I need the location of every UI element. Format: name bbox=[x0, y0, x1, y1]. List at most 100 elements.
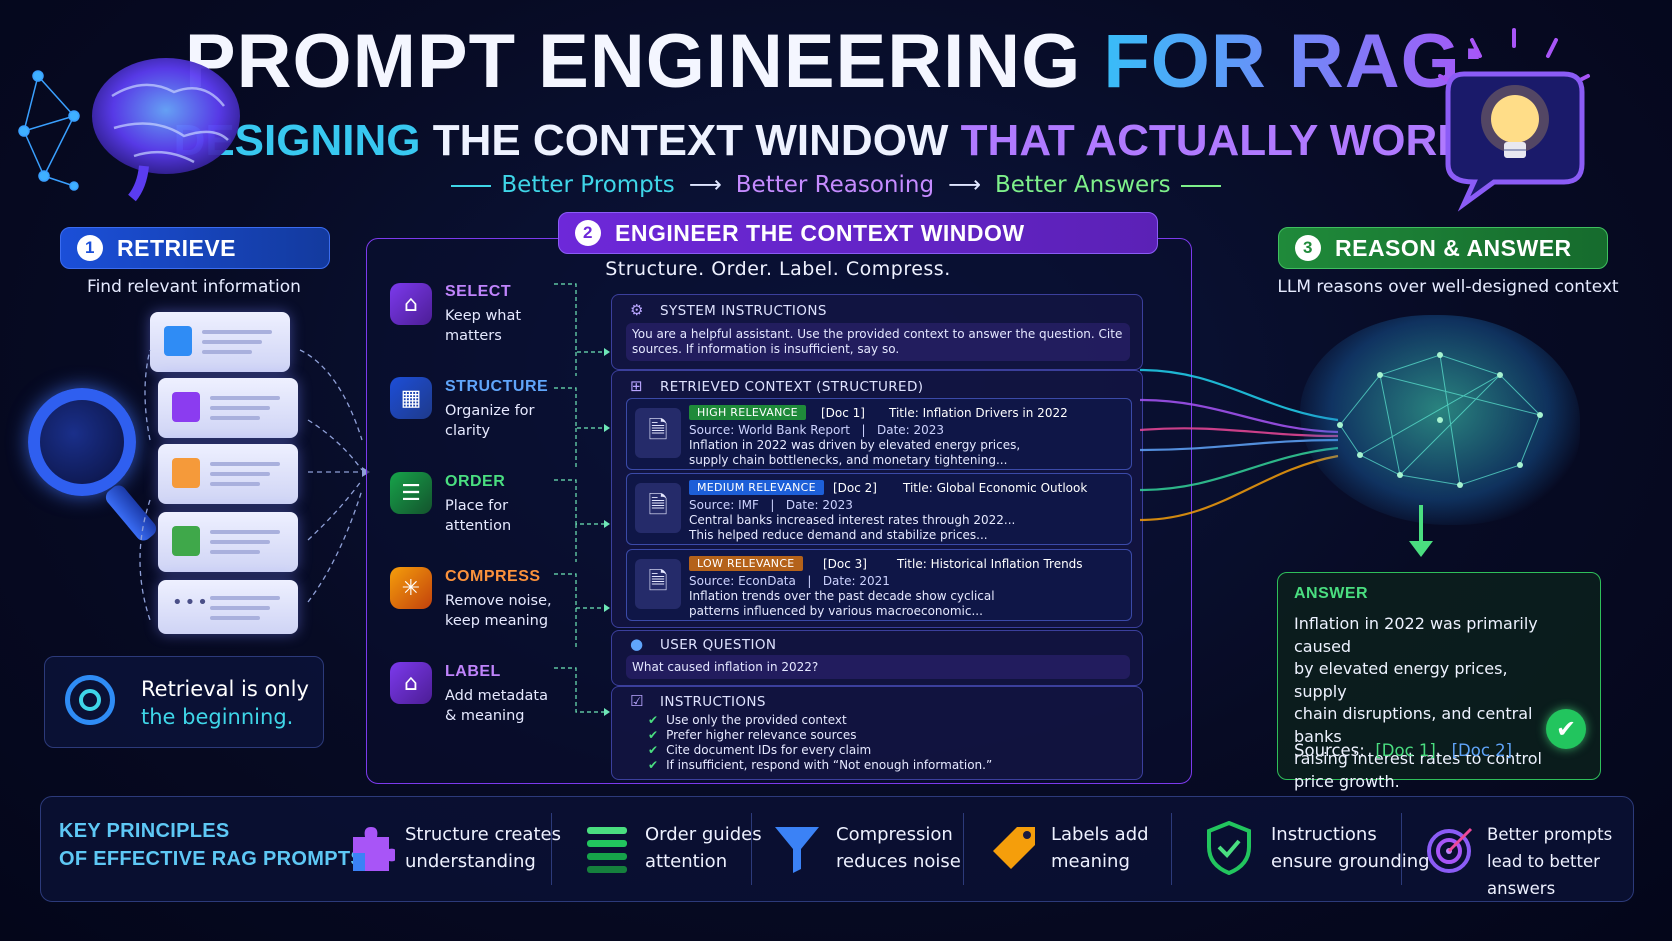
instructions-heading: INSTRUCTIONS bbox=[660, 694, 766, 710]
principle-order: Order guides attention bbox=[645, 824, 762, 872]
page-title: PROMPT ENGINEERING FOR RAG: bbox=[184, 19, 1488, 104]
principle-structure: Structure creates understanding bbox=[405, 824, 561, 872]
retrieved-doc-card bbox=[158, 444, 298, 504]
system-instructions-text: You are a helpful assistant. Use the pro… bbox=[626, 323, 1130, 361]
label-icon: ⌂ bbox=[390, 662, 432, 704]
relevance-badge: LOW RELEVANCE bbox=[689, 556, 803, 571]
step-select-desc: Keep what matters bbox=[445, 308, 522, 344]
retrieve-connectors bbox=[139, 349, 370, 621]
brain-network-overlay bbox=[1337, 352, 1543, 488]
grid-icon: ▦ bbox=[390, 377, 432, 419]
answer-text: Inflation in 2022 was primarily caused b… bbox=[1294, 614, 1542, 791]
doc-meta: Source: EconData | Date: 2021 bbox=[689, 574, 890, 588]
step-select-title: SELECT bbox=[445, 283, 512, 300]
target-icon bbox=[1427, 827, 1473, 873]
brain-network-icon bbox=[18, 58, 240, 202]
page-subtitle: DESIGNING THE CONTEXT WINDOW THAT ACTUAL… bbox=[173, 116, 1499, 165]
document-icon: 🗎 bbox=[635, 408, 681, 458]
down-arrow bbox=[1419, 505, 1423, 547]
shield-check-icon bbox=[1207, 821, 1251, 875]
doc-meta: Source: IMF | Date: 2023 bbox=[689, 498, 853, 512]
step-label-title: LABEL bbox=[445, 663, 501, 680]
document-icon: 🗎 bbox=[635, 483, 681, 533]
step-compress-desc: Remove noise, keep meaning bbox=[445, 593, 552, 629]
retrieve-caption: Find relevant information bbox=[87, 277, 301, 297]
network-icon: ⊞ bbox=[630, 377, 643, 395]
doc-title: Title: Global Economic Outlook bbox=[903, 481, 1088, 495]
context-doc-1: 🗎 HIGH RELEVANCE [Doc 1] Title: Inflatio… bbox=[626, 398, 1132, 470]
down-arrow-head bbox=[1409, 541, 1433, 557]
principle-better-prompts: Better prompts lead to better answers bbox=[1487, 825, 1613, 898]
lightbulb-chat-icon bbox=[1438, 28, 1590, 212]
principle-labels: Labels add meaning bbox=[1051, 824, 1149, 872]
tag-icon: ⌂ bbox=[390, 283, 432, 325]
reason-caption: LLM reasons over well-designed context bbox=[1277, 277, 1619, 297]
separator bbox=[1401, 813, 1402, 885]
doc-id: [Doc 1] bbox=[821, 406, 865, 420]
funnel-icon bbox=[775, 827, 819, 873]
retrieval-note-line1: Retrieval is only bbox=[141, 677, 309, 701]
bars-icon bbox=[587, 827, 627, 873]
instruction-item: ✔Use only the provided context bbox=[648, 713, 847, 727]
doc-title: Title: Inflation Drivers in 2022 bbox=[889, 406, 1068, 420]
gear-icon: ⚙ bbox=[630, 301, 644, 319]
principle-instructions: Instructions ensure grounding bbox=[1271, 824, 1430, 872]
list-icon: ☰ bbox=[390, 472, 432, 514]
target-icon bbox=[65, 675, 115, 725]
user-question-section: ● USER QUESTION What caused inflation in… bbox=[611, 630, 1143, 686]
puzzle-icon bbox=[353, 827, 395, 871]
retrieved-doc-card bbox=[150, 312, 290, 372]
separator bbox=[751, 813, 752, 885]
step-compress-title: COMPRESS bbox=[445, 568, 541, 585]
instruction-item: ✔Prefer higher relevance sources bbox=[648, 728, 857, 742]
doc-title: Title: Historical Inflation Trends bbox=[897, 557, 1083, 571]
step-structure-title: STRUCTURE bbox=[445, 378, 549, 395]
tagline: Better Prompts⟶Better Reasoning⟶Better A… bbox=[0, 170, 1672, 200]
user-question-text: What caused inflation in 2022? bbox=[626, 655, 1130, 679]
user-icon: ● bbox=[630, 635, 644, 653]
system-instructions-heading: SYSTEM INSTRUCTIONS bbox=[660, 303, 827, 319]
step-label-desc: Add metadata & meaning bbox=[445, 688, 548, 724]
relevance-badge: HIGH RELEVANCE bbox=[689, 405, 806, 420]
step-connectors bbox=[554, 283, 610, 716]
clipboard-icon: ☑ bbox=[630, 692, 644, 710]
context-doc-2: 🗎 MEDIUM RELEVANCE [Doc 2] Title: Global… bbox=[626, 473, 1132, 545]
doc-excerpt: Inflation trends over the past decade sh… bbox=[689, 589, 995, 618]
doc-meta: Source: World Bank Report | Date: 2023 bbox=[689, 423, 945, 437]
doc-excerpt: Central banks increased interest rates t… bbox=[689, 513, 1016, 542]
instruction-item: ✔If insufficient, respond with “Not enou… bbox=[648, 758, 993, 772]
system-instructions-section: ⚙ SYSTEM INSTRUCTIONS You are a helpful … bbox=[611, 294, 1143, 370]
doc-id: [Doc 2] bbox=[833, 481, 877, 495]
doc-excerpt: Inflation in 2022 was driven by elevated… bbox=[689, 438, 1021, 467]
tag-icon bbox=[993, 827, 1035, 869]
answer-sources: Sources: [Doc 1], [Doc 2] bbox=[1294, 741, 1513, 760]
retrieved-context-section: ⊞ RETRIEVED CONTEXT (STRUCTURED) 🗎 HIGH … bbox=[611, 370, 1143, 628]
instruction-item: ✔Cite document IDs for every claim bbox=[648, 743, 872, 757]
retrieval-note-box: Retrieval is only the beginning. bbox=[44, 656, 324, 748]
retrieved-doc-card bbox=[158, 378, 298, 438]
separator bbox=[551, 813, 552, 885]
retrieved-context-heading: RETRIEVED CONTEXT (STRUCTURED) bbox=[660, 379, 924, 395]
check-circle-icon: ✔ bbox=[1546, 709, 1586, 749]
step-order-desc: Place for attention bbox=[445, 498, 512, 534]
retrieved-doc-card: ••• bbox=[158, 580, 298, 634]
separator bbox=[963, 813, 964, 885]
doc-id: [Doc 3] bbox=[823, 557, 867, 571]
user-question-heading: USER QUESTION bbox=[660, 637, 777, 653]
answer-heading: ANSWER bbox=[1294, 585, 1369, 602]
principle-compression: Compression reduces noise bbox=[836, 824, 961, 872]
step-order-title: ORDER bbox=[445, 473, 506, 490]
instructions-section: ☑ INSTRUCTIONS ✔Use only the provided co… bbox=[611, 686, 1143, 780]
answer-box: ANSWER Inflation in 2022 was primarily c… bbox=[1277, 572, 1601, 791]
document-icon: 🗎 bbox=[635, 559, 681, 609]
context-doc-3: 🗎 LOW RELEVANCE [Doc 3] Title: Historica… bbox=[626, 549, 1132, 621]
retrieved-doc-card bbox=[158, 512, 298, 572]
relevance-badge: MEDIUM RELEVANCE bbox=[689, 480, 824, 495]
retrieval-note-line2: the beginning. bbox=[141, 705, 294, 729]
separator bbox=[1171, 813, 1172, 885]
